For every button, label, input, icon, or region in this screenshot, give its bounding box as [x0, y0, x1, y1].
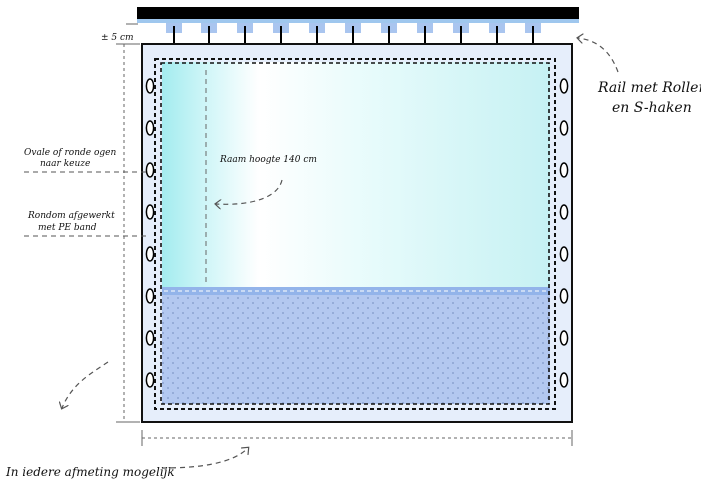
pe-band-stitch-outer	[154, 58, 556, 410]
rail-bar	[137, 7, 579, 19]
oval-ring-icon	[145, 372, 155, 388]
eyelets-label-line1: Ovale of ronde ogen	[24, 148, 116, 158]
width-dimension	[141, 430, 573, 446]
oval-ring-icon	[145, 204, 155, 220]
any-size-label: In iedere afmeting mogelijk	[5, 465, 175, 479]
oval-ring-icon	[145, 78, 155, 94]
rail-stripe	[137, 19, 579, 23]
side-eyelets	[145, 78, 569, 388]
window-area	[162, 62, 550, 288]
rail-label-line1: Rail met Rollers	[597, 80, 701, 96]
oval-ring-icon	[559, 162, 569, 178]
oval-ring-icon	[559, 120, 569, 136]
oval-ring-icon	[559, 204, 569, 220]
rail	[137, 7, 579, 23]
oval-ring-icon	[559, 78, 569, 94]
oval-ring-icon	[145, 246, 155, 262]
bottom-arrow-icon	[161, 448, 248, 469]
oval-ring-icon	[145, 288, 155, 304]
oval-ring-icon	[145, 162, 155, 178]
height-dimension	[116, 23, 140, 423]
oval-ring-icon	[145, 120, 155, 136]
edge-label-line2: met PE band	[38, 223, 97, 233]
rail-arrow-icon	[578, 38, 619, 73]
oval-ring-icon	[559, 330, 569, 346]
rail-label-line2: en S-haken	[612, 100, 692, 116]
left-corner-arrow-icon	[62, 361, 109, 408]
oval-ring-icon	[559, 288, 569, 304]
edge-label-line1: Rondom afgewerkt	[27, 211, 115, 221]
oval-ring-icon	[559, 246, 569, 262]
oval-ring-icon	[145, 330, 155, 346]
window-height-label: Raam hoogte 140 cm	[219, 155, 317, 165]
eyelets-label-line2: naar keuze	[40, 159, 90, 169]
oval-ring-icon	[559, 372, 569, 388]
window-height-arrow-icon	[216, 179, 283, 204]
spacing-label: ± 5 cm	[101, 33, 134, 43]
lower-panel-dots	[162, 288, 550, 404]
